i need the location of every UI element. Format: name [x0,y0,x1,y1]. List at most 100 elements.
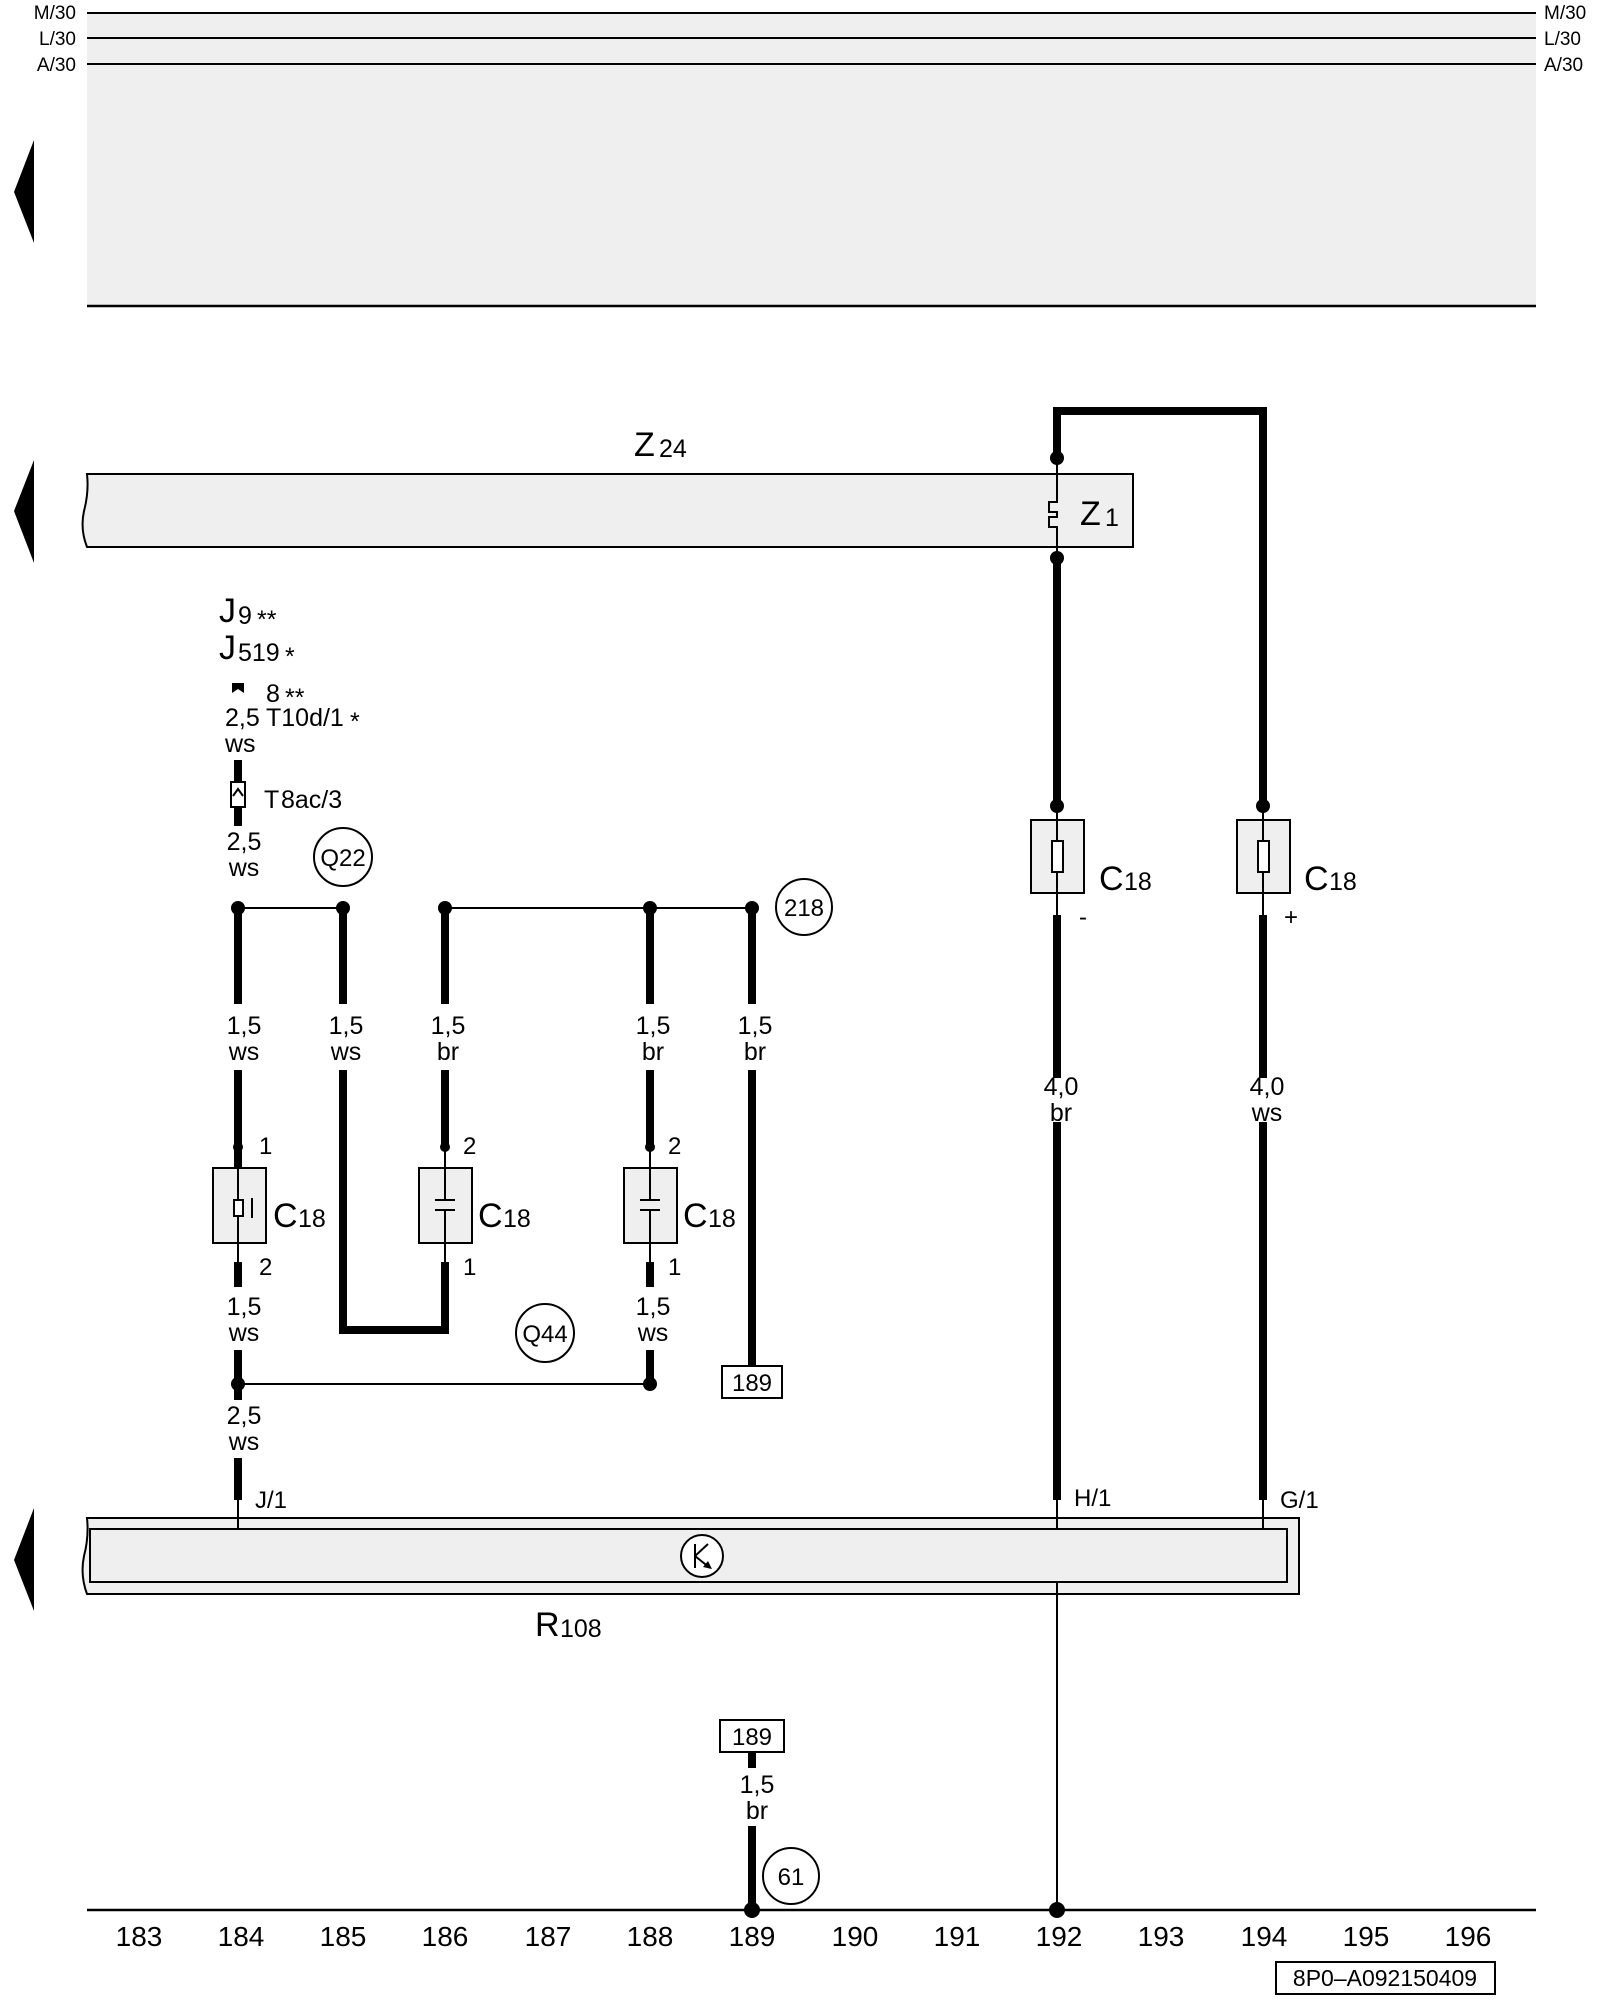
left-arrow-icon [14,1508,34,1611]
c18-component-188: 2 1 C 18 [623,1133,736,1281]
pin-plus: + [1284,904,1298,931]
t8ac-main: T [264,786,279,814]
conn-t10d-label: T10d/1 [266,704,344,732]
z24-label: Z [634,426,655,464]
wire-size-184: 1,5 [227,1012,262,1040]
conn-8-mark: ** [285,684,305,712]
c18-label: C [1304,860,1329,898]
conn-t10d-mark: * [350,708,360,736]
transistor-icon [680,1534,724,1578]
pin-186-bot: 1 [463,1254,476,1281]
rail-label-a30-right: A/30 [1544,55,1583,76]
wire-size-188: 1,5 [636,1012,671,1040]
c18-sub: 18 [503,1205,531,1233]
pin-h1: H/1 [1074,1485,1111,1512]
conn-8-label: 8 [266,680,280,708]
column-number: 194 [1241,1921,1288,1952]
r108-label: R [535,1606,560,1644]
wire-z1-loop [1053,407,1267,806]
column-number: 196 [1445,1921,1492,1952]
connector-icon [232,683,244,693]
rail-label-a30-left: A/30 [37,55,76,76]
column-number: 195 [1343,1921,1390,1952]
pin-184-bot: 2 [259,1254,272,1281]
q22-label: Q22 [320,845,365,872]
column-number: 189 [729,1921,776,1952]
wire-size-185: 1,5 [329,1012,364,1040]
c18-right-negative: C 18 - [1030,806,1152,931]
z24-sub: 24 [659,435,687,463]
fuse-icon [1051,840,1064,873]
column-number: 192 [1036,1921,1083,1952]
z1-sub: 1 [1105,504,1119,532]
plug-icon [232,787,244,797]
wire-color-188: br [642,1038,664,1066]
j9-mark: ** [257,606,277,634]
wire-color-184c: ws [228,1428,260,1456]
wire-size-2: 2,5 [227,828,262,856]
j9-sub: 9 [238,602,252,630]
wire-color-184b: ws [228,1319,260,1347]
c18-sub: 18 [708,1205,736,1233]
c18-sub: 18 [298,1205,326,1233]
c18-sub: 18 [1329,868,1357,896]
q22-circle [313,827,373,887]
component-r108: R 108 [81,1517,1300,1644]
pin-188-top: 2 [668,1133,681,1160]
wire-color-186: br [437,1038,459,1066]
j519-label: J [219,629,236,667]
c18-right-positive: C 18 + [1236,806,1357,931]
wire-color-184: ws [228,1038,260,1066]
component-z24: Z 24 Z 1 [81,426,1134,548]
column-number: 188 [627,1921,674,1952]
j9-label: J [219,592,236,630]
rail-label-l30-right: L/30 [1544,29,1581,50]
circle-218 [775,878,833,936]
wire-size-186: 1,5 [431,1012,466,1040]
fuse-icon [1257,840,1270,873]
circle-61-label: 61 [778,1864,805,1891]
pin-minus: - [1079,904,1087,931]
ref-box-189-bottom [719,1719,785,1753]
diagram-code-box [1275,1961,1496,1995]
rails-background [87,13,1536,306]
wire-color-188b: ws [637,1319,669,1347]
c18-sub: 18 [1124,868,1152,896]
ref-box-189-bottom-label: 189 [732,1724,772,1751]
c18-label: C [683,1197,708,1235]
r108-sub: 108 [560,1615,602,1643]
wire-color-2: ws [228,854,260,882]
column-number: 186 [422,1921,469,1952]
column-number: 183 [116,1921,163,1952]
q44-label: Q44 [522,1321,567,1348]
wire-color-bottom: br [746,1797,768,1825]
pin-186-top: 2 [463,1133,476,1160]
diagram-code: 8P0–A092150409 [1293,1965,1477,1991]
column-numbers: 183 184 185 186 187 188 189 190 191 192 … [116,1921,1492,1952]
wire-color-189: br [744,1038,766,1066]
c18-label: C [478,1197,503,1235]
pin-188-bot: 1 [668,1254,681,1281]
wire-size-189: 1,5 [738,1012,773,1040]
wire-size-184c: 2,5 [227,1402,262,1430]
q44-circle [515,1303,575,1363]
rail-label-m30-left: M/30 [34,3,76,24]
wire-size-188b: 1,5 [636,1293,671,1321]
power-rails: M/30 L/30 A/30 M/30 L/30 A/30 [34,3,1586,308]
column-number: 193 [1138,1921,1185,1952]
ref-box-189-label: 189 [732,1370,772,1397]
component-icon [233,1199,244,1217]
wire-color-192: br [1050,1099,1072,1127]
wire-color-185: ws [330,1038,362,1066]
wire-color-194: ws [1251,1099,1283,1127]
left-arrow-icon [14,140,34,243]
column-number: 184 [218,1921,265,1952]
c18-label: C [273,1197,298,1235]
wire-size-top: 2,5 [225,704,260,732]
wire-size-194: 4,0 [1250,1073,1285,1101]
wire-size-bottom: 1,5 [740,1771,775,1799]
rail-label-m30-right: M/30 [1544,3,1586,24]
wire-size-192: 4,0 [1044,1073,1079,1101]
connector-t8ac: T 8ac/3 [230,781,342,814]
